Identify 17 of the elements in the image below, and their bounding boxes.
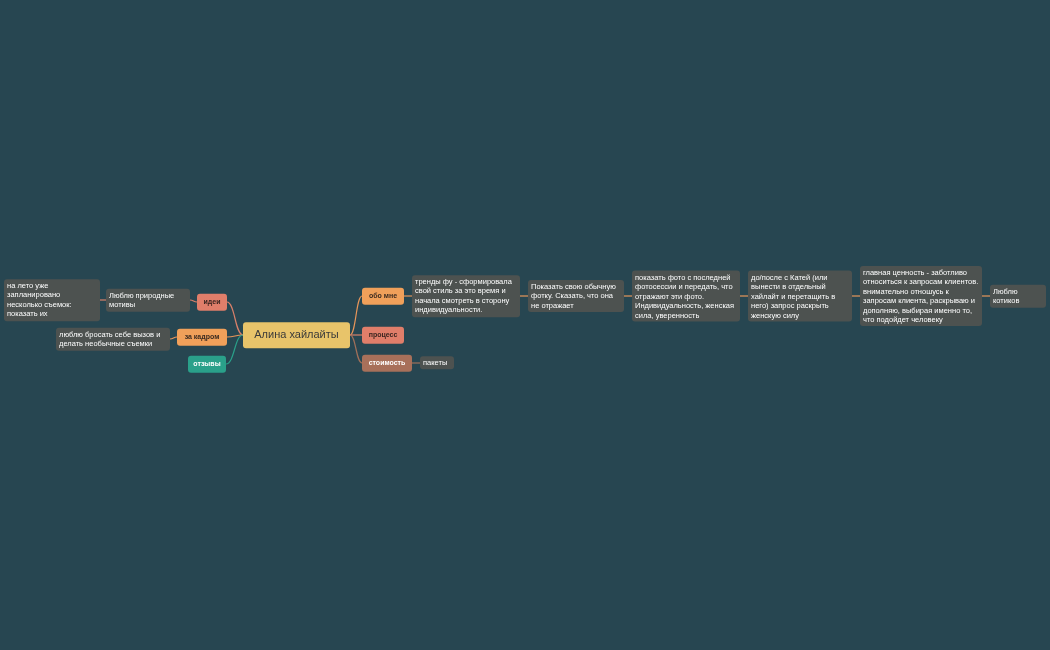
connector-line <box>226 334 244 338</box>
connector-line <box>623 295 633 297</box>
connector-line <box>739 295 749 297</box>
connector-line <box>851 295 861 297</box>
connector-line <box>169 336 178 340</box>
connector-line <box>519 295 529 297</box>
connector-line <box>403 295 413 297</box>
connector-line <box>349 334 363 364</box>
connector-line <box>99 299 107 301</box>
connector-line <box>226 301 244 336</box>
connector-line <box>225 334 244 365</box>
connector-line <box>411 362 421 364</box>
connector-line <box>189 299 198 303</box>
connector-line <box>349 334 363 336</box>
connector-line <box>981 295 991 297</box>
connector-line <box>349 295 363 336</box>
central-topic: Алина хайлайты <box>243 322 350 348</box>
